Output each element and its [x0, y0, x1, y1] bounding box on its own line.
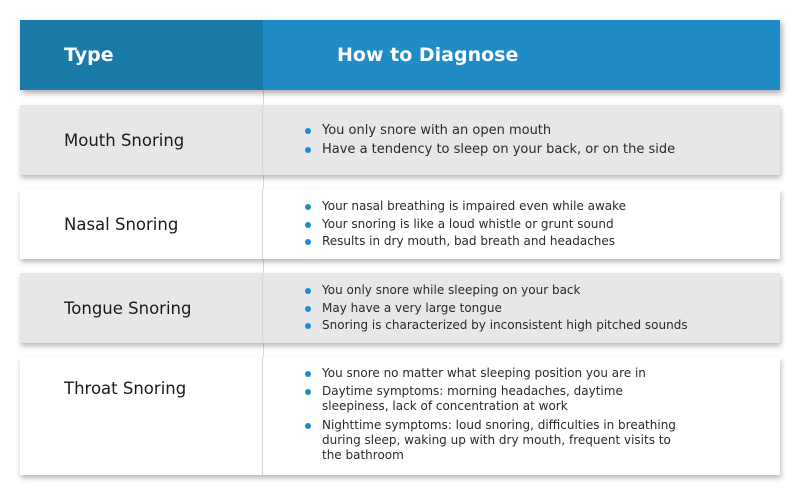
header-how-to-diagnose: How to Diagnose — [263, 20, 780, 90]
symptom-item: Daytime symptoms: morning headaches, day… — [303, 384, 690, 414]
symptom-list: You snore no matter what sleeping positi… — [303, 362, 690, 466]
symptom-item: Nighttime symptoms: loud snoring, diffic… — [303, 418, 690, 463]
symptom-item: You only snore while sleeping on your ba… — [303, 283, 780, 298]
table-row-mouth-snoring: Mouth Snoring You only snore with an ope… — [20, 105, 780, 175]
symptom-item: Results in dry mouth, bad breath and hea… — [303, 234, 780, 249]
symptom-item: Have a tendency to sleep on your back, o… — [303, 142, 780, 158]
table-row-throat-snoring: Throat Snoring You snore no matter what … — [20, 357, 780, 475]
row-symptoms: You snore no matter what sleeping positi… — [263, 357, 780, 475]
table-header: Type How to Diagnose — [20, 20, 780, 90]
row-type: Throat Snoring — [20, 357, 263, 475]
symptom-list: You only snore while sleeping on your ba… — [303, 281, 780, 336]
symptom-item: You snore no matter what sleeping positi… — [303, 366, 690, 381]
row-symptoms: You only snore with an open mouth Have a… — [263, 105, 780, 175]
row-symptoms: Your nasal breathing is impaired even wh… — [263, 189, 780, 259]
table-row-tongue-snoring: Tongue Snoring You only snore while slee… — [20, 273, 780, 343]
row-type: Nasal Snoring — [20, 189, 263, 259]
table-row-nasal-snoring: Nasal Snoring Your nasal breathing is im… — [20, 189, 780, 259]
row-symptoms: You only snore while sleeping on your ba… — [263, 273, 780, 343]
header-type: Type — [20, 20, 263, 90]
symptom-item: May have a very large tongue — [303, 301, 780, 316]
symptom-item: Your snoring is like a loud whistle or g… — [303, 217, 780, 232]
symptom-list: Your nasal breathing is impaired even wh… — [303, 197, 780, 252]
symptom-list: You only snore with an open mouth Have a… — [303, 120, 780, 161]
symptom-item: Your nasal breathing is impaired even wh… — [303, 199, 780, 214]
symptom-item: Snoring is characterized by inconsistent… — [303, 318, 780, 333]
row-type: Tongue Snoring — [20, 273, 263, 343]
symptom-item: You only snore with an open mouth — [303, 123, 780, 139]
row-type: Mouth Snoring — [20, 105, 263, 175]
